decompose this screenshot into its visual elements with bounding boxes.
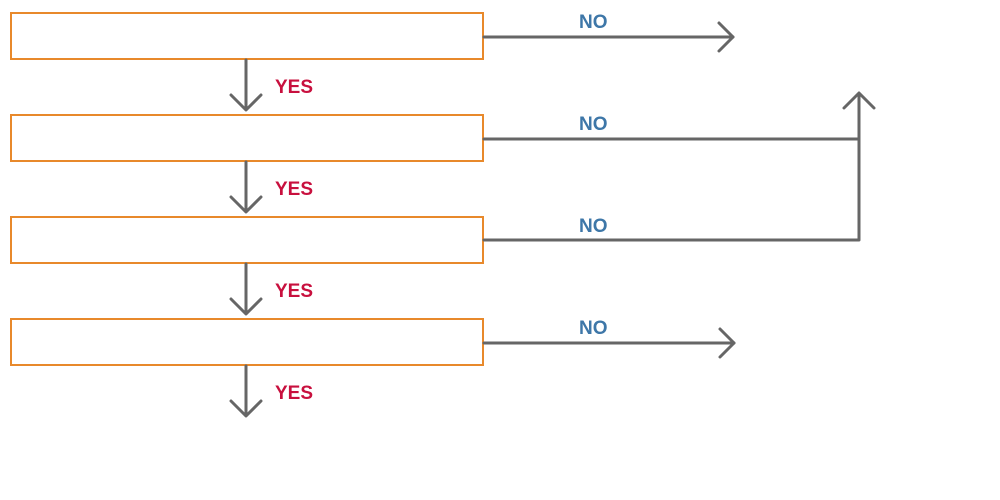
yes-label-1: YES xyxy=(275,77,313,98)
no-label-4: NO xyxy=(579,318,608,339)
step-box-1 xyxy=(10,12,484,60)
yes-label-4: YES xyxy=(275,383,313,404)
step-box-3 xyxy=(10,216,484,264)
no-connector-2-3 xyxy=(482,91,876,242)
step-box-2 xyxy=(10,114,484,162)
no-label-1: NO xyxy=(579,12,608,33)
no-label-3: NO xyxy=(579,216,608,237)
yes-arrow-1 xyxy=(229,58,263,112)
step-box-4 xyxy=(10,318,484,366)
yes-label-3: YES xyxy=(275,281,313,302)
yes-label-2: YES xyxy=(275,179,313,200)
yes-arrow-2 xyxy=(229,160,263,214)
yes-arrow-3 xyxy=(229,262,263,316)
yes-arrow-4 xyxy=(229,364,263,418)
no-label-2: NO xyxy=(579,114,608,135)
no-arrow-4 xyxy=(482,327,736,359)
no-arrow-1 xyxy=(482,21,735,53)
